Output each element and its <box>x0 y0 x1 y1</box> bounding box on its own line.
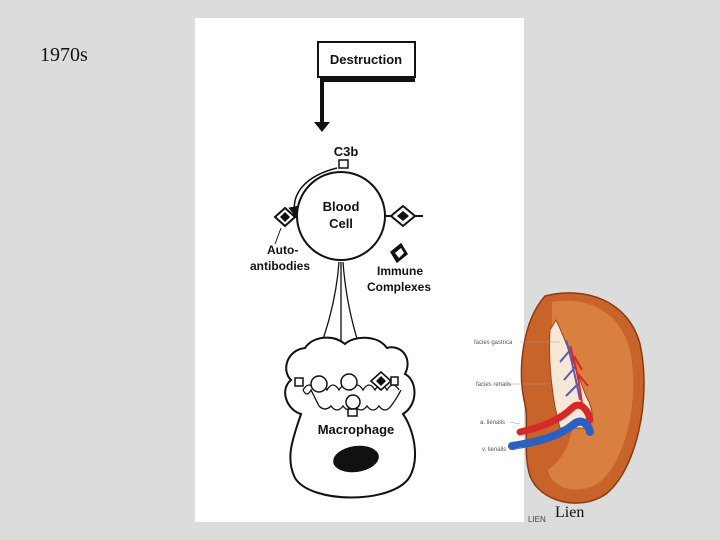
c3b-curve-arrow <box>288 167 338 217</box>
destruction-box <box>317 41 416 78</box>
autoantibody-icon <box>273 206 297 228</box>
c3b-label: C3b <box>334 144 359 159</box>
immune-complex-icon <box>390 242 408 264</box>
macrophage-nucleus <box>333 445 379 473</box>
immune-complexes-label-1: Immune <box>377 264 423 278</box>
engulfed-cell-left <box>310 375 328 393</box>
blood-cell-label-2: Cell <box>329 216 353 231</box>
spleen-vessels <box>559 339 589 405</box>
destruction-arrow <box>320 78 415 128</box>
slide-title: 1970s <box>40 44 88 66</box>
spleen-organ <box>520 292 645 504</box>
macrophage-label: Macrophage <box>318 422 395 437</box>
blood-cell-label-1: Blood <box>323 199 360 214</box>
immune-destruction-diagram: Destruction C3b Blood Cell <box>195 18 524 522</box>
immune-complexes-label-2: Complexes <box>367 280 431 294</box>
macrophage-receptor-bottom <box>347 408 358 417</box>
immune-complex-receptor-icon <box>385 204 423 228</box>
destruction-label: Destruction <box>330 52 402 67</box>
destruction-arrowhead <box>314 122 330 132</box>
macrophage <box>284 336 416 499</box>
macrophage-immune-complex-icon <box>369 370 399 392</box>
autoantibodies-label-1: Auto- <box>267 243 298 257</box>
engulfed-cell-bottom <box>345 394 361 410</box>
autoantibodies-label-2: antibodies <box>250 259 310 273</box>
spleen-corner-label: LIEN <box>528 515 546 524</box>
macrophage-receptor-left <box>294 377 304 387</box>
splenic-artery <box>516 401 594 436</box>
engulfed-cell-center <box>340 373 358 391</box>
spleen-caption: Lien <box>555 504 585 521</box>
c3b-receptor <box>338 159 349 169</box>
autoantibodies-pointer <box>274 227 282 245</box>
